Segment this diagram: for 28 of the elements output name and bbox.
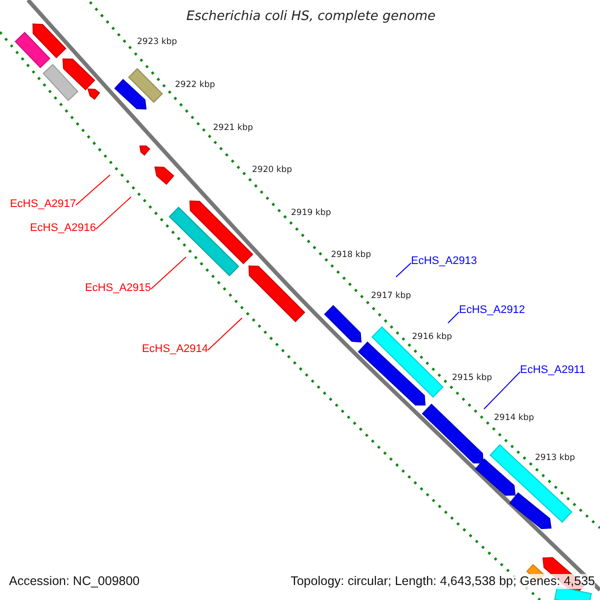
scale-label: 2913 kbp bbox=[535, 453, 576, 463]
gene-label: EcHS_A2912 bbox=[459, 304, 526, 317]
scale-label: 2915 kbp bbox=[452, 373, 492, 383]
scale-label: 2923 kbp bbox=[137, 37, 178, 47]
gene-label: EcHS_A2914 bbox=[142, 343, 208, 356]
gene-label: EcHS_A2916 bbox=[30, 222, 96, 235]
scale-label: 2914 kbp bbox=[494, 413, 534, 423]
leader-line bbox=[484, 372, 520, 410]
gene-label: EcHS_A2913 bbox=[411, 255, 478, 268]
gene-label: EcHS_A2911 bbox=[520, 364, 586, 377]
gene-label: EcHS_A2915 bbox=[84, 282, 151, 295]
leader-line bbox=[96, 196, 132, 230]
leader-line bbox=[208, 318, 242, 350]
leader-line bbox=[448, 312, 460, 324]
scale-label: 2922 kbp bbox=[175, 80, 216, 90]
leader-line bbox=[150, 256, 186, 290]
title: Escherichia coli HS, complete genome bbox=[185, 9, 437, 25]
scale-label: 2921 kbp bbox=[213, 123, 254, 133]
scale-label: 2920 kbp bbox=[252, 165, 292, 175]
gene-label: EcHS_A2917 bbox=[10, 198, 76, 211]
accession-text: Accession: NC_009800 bbox=[9, 574, 140, 589]
genome-info-text: Topology: circular; Length: 4,643,538 bp; Genes: 4,535 bbox=[290, 574, 595, 589]
leader-line bbox=[76, 174, 110, 206]
scale-label: 2919 kbp bbox=[291, 208, 332, 218]
scale-label: 2916 kbp bbox=[412, 332, 452, 342]
leader-line bbox=[396, 262, 412, 278]
scale-label: 2917 kbp bbox=[371, 291, 412, 301]
scale-label: 2918 kbp bbox=[331, 250, 372, 260]
